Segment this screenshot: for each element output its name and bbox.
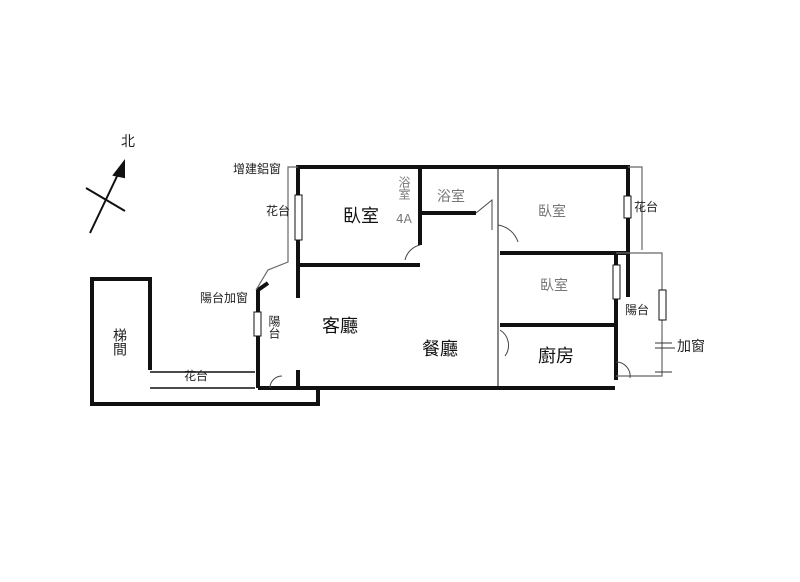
annotation-planter-w: 花台 [266, 204, 291, 218]
room-label-bath: 浴室 [437, 189, 465, 205]
room-label-bedroom-ne: 臥室 [538, 204, 566, 220]
annotation-planter-sw: 花台 [184, 369, 209, 383]
annotation-added-aluminum-window: 增建鋁窗 [233, 162, 282, 176]
stairwell-outline [90, 277, 320, 406]
doors [269, 198, 631, 389]
north-label: 北 [121, 134, 135, 150]
room-label-dining: 餐廳 [422, 339, 458, 360]
room-label-balcony-w: 陽台 [267, 315, 281, 339]
room-label-balcony-e: 陽台 [625, 303, 650, 317]
windows [253, 194, 667, 337]
room-label-bedroom-main: 臥室 [343, 206, 379, 227]
north-arrow-icon [85, 159, 126, 234]
room-label-bedroom-e: 臥室 [540, 278, 568, 294]
added-window-marker [655, 342, 675, 373]
room-code-bath-small: 4A [396, 212, 412, 226]
annotation-planter-e: 花台 [634, 200, 659, 214]
room-label-living: 客廳 [322, 316, 358, 337]
room-label-stairwell: 梯間 [111, 328, 127, 356]
room-label-bath-small: 浴室 [397, 176, 411, 200]
room-label-kitchen: 廚房 [538, 346, 574, 367]
annotation-added-window: 加窗 [677, 339, 705, 355]
interior-walls [298, 167, 628, 388]
annotation-balcony-added-window: 陽台加窗 [200, 291, 249, 305]
